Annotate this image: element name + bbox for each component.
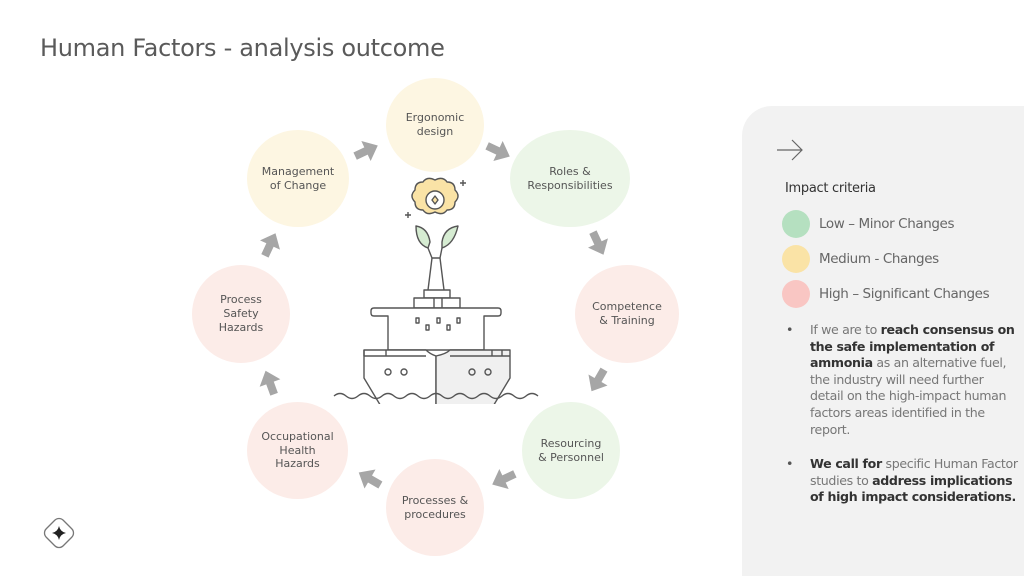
node-label: Roles & [549, 164, 591, 178]
node-roles-responsibilities: Roles &Responsibilities [510, 130, 630, 227]
summary-bullets: If we are to reach consensus on the safe… [786, 322, 1018, 524]
bullet-text-bold: address implications of high impact cons… [810, 472, 1016, 505]
cycle-arrow-icon [492, 469, 517, 489]
node-label: Health [279, 443, 316, 457]
node-label: & Training [599, 314, 655, 327]
bullet-text: If we are to [810, 322, 881, 337]
node-label: Hazards [275, 457, 320, 471]
node-competence-training: Competence& Training [575, 265, 679, 363]
node-processes-procedures: Processes &procedures [386, 459, 484, 556]
node-label: Resourcing [540, 436, 602, 450]
node-label: & Personnel [538, 450, 604, 464]
node-label: Responsibilities [527, 178, 613, 192]
bullet-text: specific Human Factor studies to [810, 456, 1018, 488]
sparkle-diamond-logo-icon [43, 517, 75, 549]
node-label: Management [261, 164, 335, 178]
bullet-text: as an alternative fuel, the industry wil… [810, 355, 1007, 437]
arrow-right-icon[interactable] [776, 138, 804, 162]
cycle-arrow-icon [259, 370, 281, 396]
node-label: Occupational [261, 429, 334, 443]
bullet-text-bold: We call for [810, 456, 882, 472]
bullet-text-bold: reach consensus on the safe implementati… [810, 322, 1015, 371]
node-label: design [416, 125, 454, 138]
legend-item-medium: Medium - Changes [782, 245, 939, 273]
node-label: Hazards [218, 320, 264, 334]
legend-item-low: Low – Minor Changes [782, 210, 954, 238]
legend-dot-low-icon [782, 210, 810, 238]
node-label: Ergonomic [405, 111, 465, 125]
impact-criteria-title: Impact criteria [785, 181, 876, 196]
ship-with-ammonia-flower-icon [333, 177, 539, 404]
node-label: Processes & [401, 493, 469, 507]
legend-dot-medium-icon [782, 245, 810, 273]
cycle-arrow-icon [485, 141, 510, 161]
cycle-arrow-icon [353, 141, 378, 161]
node-label: procedures [404, 507, 466, 521]
legend-label: Medium - Changes [819, 251, 939, 267]
legend-item-high: High – Significant Changes [782, 280, 990, 308]
cycle-arrow-icon [260, 233, 280, 258]
node-label: Safety [223, 307, 259, 321]
node-label: Process [220, 293, 262, 307]
cycle-arrow-icon [588, 367, 608, 392]
legend-label: Low – Minor Changes [819, 216, 955, 232]
node-label: of Change [269, 178, 327, 192]
cycle-arrow-icon [588, 230, 608, 255]
legend-label: High – Significant Changes [819, 286, 990, 302]
node-label: Competence [592, 300, 662, 314]
page-title: Human Factors - analysis outcome [40, 34, 445, 62]
legend-dot-high-icon [782, 280, 810, 308]
cycle-arrow-icon [358, 469, 383, 489]
bullet-call-for-studies: We call for specific Human Factor studie… [786, 456, 1018, 506]
node-resourcing-personnel: Resourcing& Personnel [522, 402, 620, 499]
bullet-consensus: If we are to reach consensus on the safe… [786, 322, 1018, 438]
